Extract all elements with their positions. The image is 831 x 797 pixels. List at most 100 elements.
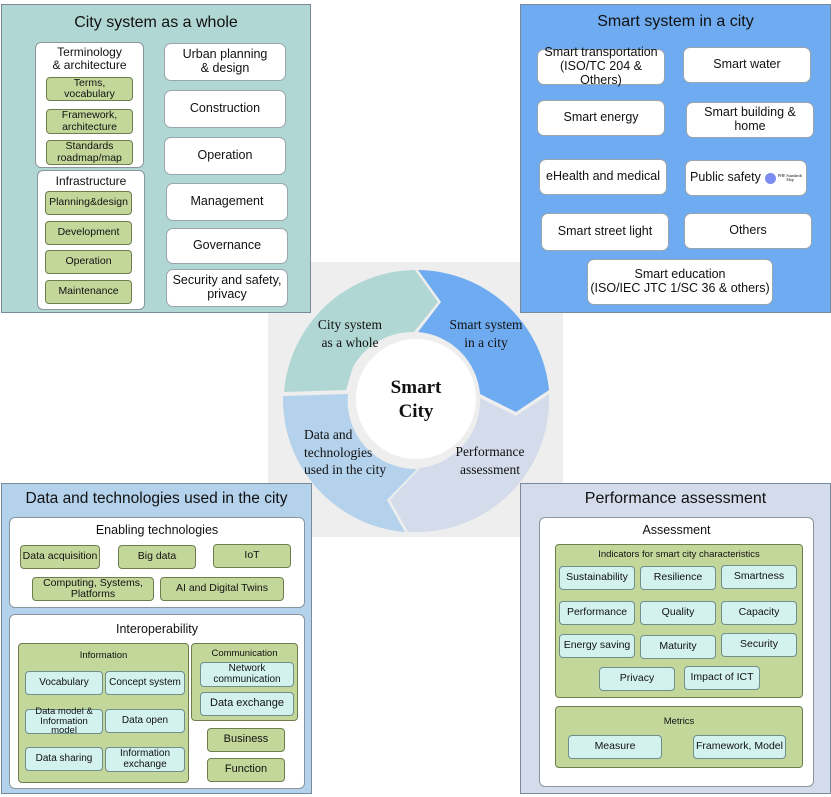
communication-title: Communication <box>211 648 278 659</box>
center-circle <box>356 339 476 459</box>
data-exchange[interactable]: Data exchange <box>200 692 294 716</box>
framework-architecture[interactable]: Framework, architecture <box>46 109 133 134</box>
construction[interactable]: Construction <box>164 90 286 128</box>
planning-design[interactable]: Planning&design <box>45 191 132 215</box>
enabling-technologies-section: Enabling technologies Data acquisition B… <box>9 517 305 608</box>
maturity[interactable]: Maturity <box>640 635 716 659</box>
quality[interactable]: Quality <box>640 601 716 625</box>
communication-section: Communication Network communication Data… <box>191 643 298 721</box>
terms-vocabulary[interactable]: Terms, vocabulary <box>46 77 133 101</box>
standards-roadmap[interactable]: Standards roadmap/map <box>46 140 133 165</box>
segment-performance[interactable] <box>390 394 550 533</box>
management[interactable]: Management <box>166 183 288 221</box>
resilience[interactable]: Resilience <box>640 566 716 590</box>
security-safety-privacy[interactable]: Security and safety, privacy <box>166 269 288 307</box>
data-model[interactable]: Data model & Information model <box>25 706 103 736</box>
terminology-title: Terminology & architecture <box>52 45 127 72</box>
framework-model[interactable]: Framework, Model <box>693 735 786 759</box>
standards-map-badge: PHE Standards Map <box>777 173 803 182</box>
business[interactable]: Business <box>207 728 285 752</box>
iot[interactable]: IoT <box>213 544 291 568</box>
smartness[interactable]: Smartness <box>721 565 797 589</box>
seg-label-line: assessment <box>460 461 520 477</box>
others[interactable]: Others <box>684 213 812 249</box>
seg-label-line: as a whole <box>321 334 379 350</box>
seg-label-line: used in the city <box>304 462 387 478</box>
development[interactable]: Development <box>45 221 132 245</box>
seg-label-line: City system <box>317 317 383 332</box>
indicators-section: Indicators for smart city characteristic… <box>555 544 803 698</box>
smart-education[interactable]: Smart education (ISO/IEC JTC 1/SC 36 & o… <box>587 259 773 305</box>
impact-of-ict[interactable]: Impact of ICT <box>684 666 760 690</box>
segment-data-technologies[interactable] <box>282 394 417 532</box>
enabling-title: Enabling technologies <box>95 523 219 537</box>
seg-label-line: in a city <box>464 334 508 350</box>
assessment-title: Assessment <box>642 523 711 537</box>
seg-label-city-whole: City system as a whole <box>300 316 400 351</box>
infrastructure-section: Infrastructure Planning&design Developme… <box>37 170 145 310</box>
capacity[interactable]: Capacity <box>721 601 797 625</box>
seg-label-line: Data and <box>304 427 353 442</box>
network-communication[interactable]: Network communication <box>200 662 294 687</box>
metrics-section: Metrics Measure Framework, Model <box>555 706 803 768</box>
infrastructure-title: Infrastructure <box>55 174 127 188</box>
computing-systems-platforms[interactable]: Computing, Systems, Platforms <box>32 577 154 601</box>
smart-water[interactable]: Smart water <box>683 47 811 83</box>
panel-title: City system as a whole <box>74 14 238 31</box>
center-title-line2: City <box>398 400 434 422</box>
information-title: Information <box>79 650 128 661</box>
data-open[interactable]: Data open <box>105 709 185 733</box>
measure[interactable]: Measure <box>568 735 662 759</box>
panel-title: Data and technologies used in the city <box>25 490 288 507</box>
concept-system[interactable]: Concept system <box>105 671 185 695</box>
performance[interactable]: Performance <box>559 601 635 625</box>
operation-box[interactable]: Operation <box>164 137 286 175</box>
sustainability[interactable]: Sustainability <box>559 566 635 590</box>
maintenance[interactable]: Maintenance <box>45 280 132 304</box>
governance[interactable]: Governance <box>166 228 288 264</box>
information-exchange[interactable]: Information exchange <box>105 747 185 772</box>
privacy[interactable]: Privacy <box>599 667 675 691</box>
smart-transportation[interactable]: Smart transportation (ISO/TC 204 & Other… <box>537 46 665 87</box>
data-acquisition[interactable]: Data acquisition <box>20 545 100 569</box>
center-diagram <box>268 262 563 537</box>
security[interactable]: Security <box>721 633 797 657</box>
energy-saving[interactable]: Energy saving <box>559 634 635 658</box>
vocabulary[interactable]: Vocabulary <box>25 671 103 695</box>
panel-title: Performance assessment <box>584 490 767 507</box>
ai-digital-twins[interactable]: AI and Digital Twins <box>160 577 284 601</box>
smart-street-light[interactable]: Smart street light <box>541 213 669 251</box>
segment-city-system-whole[interactable] <box>284 270 438 392</box>
seg-label-line: technologies <box>304 444 373 460</box>
seg-label-performance: Performance assessment <box>440 443 540 478</box>
indicators-title: Indicators for smart city characteristic… <box>598 549 760 560</box>
assessment-section: Assessment Indicators for smart city cha… <box>539 517 814 787</box>
interop-title: Interoperability <box>116 622 198 636</box>
interoperability-section: Interoperability Information Vocabulary … <box>9 614 305 789</box>
data-sharing[interactable]: Data sharing <box>25 747 103 771</box>
panel-smart-system: Smart system in a city Smart transportat… <box>520 4 831 313</box>
panel-title: Smart system in a city <box>597 13 754 30</box>
smart-energy[interactable]: Smart energy <box>537 100 665 136</box>
operation[interactable]: Operation <box>45 250 132 274</box>
seg-label-line: Smart system <box>449 317 523 332</box>
smart-building-home[interactable]: Smart building & home <box>686 102 814 138</box>
metrics-title: Metrics <box>663 716 695 727</box>
standards-map-icon <box>764 172 776 184</box>
panel-city-system: City system as a whole Terminology & arc… <box>1 4 311 313</box>
seg-label-smart-system: Smart system in a city <box>436 316 536 351</box>
big-data[interactable]: Big data <box>118 545 196 569</box>
public-safety-label: Public safety <box>690 170 761 185</box>
center-title-line1: Smart <box>390 377 442 398</box>
segment-smart-system[interactable] <box>418 270 549 412</box>
terminology-section: Terminology & architecture Terms, vocabu… <box>35 42 144 168</box>
seg-label-line: Performance <box>455 444 525 459</box>
ehealth-medical[interactable]: eHealth and medical <box>539 159 667 195</box>
function[interactable]: Function <box>207 758 285 782</box>
panel-performance: Performance assessment Assessment Indica… <box>520 483 831 794</box>
information-section: Information Vocabulary Concept system Da… <box>18 643 189 783</box>
urban-planning[interactable]: Urban planning & design <box>164 43 286 81</box>
public-safety[interactable]: Public safety PHE Standards Map <box>685 160 807 196</box>
center-title: Smart City <box>370 376 462 424</box>
seg-label-data-tech: Data and technologies used in the city <box>296 426 406 479</box>
